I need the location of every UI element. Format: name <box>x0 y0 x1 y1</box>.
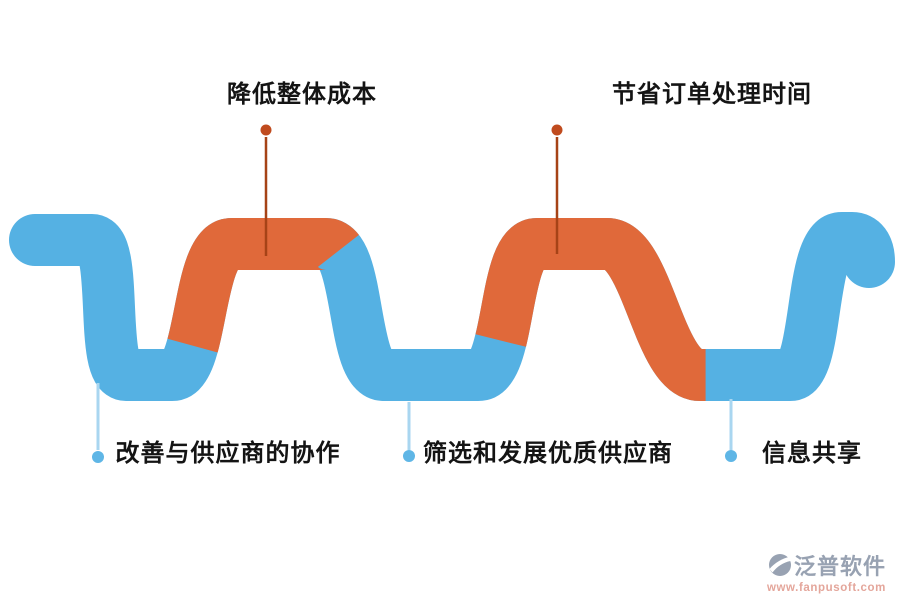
top-marker-dot-2 <box>551 124 563 136</box>
benefit-label-bottom-1: 改善与供应商的协作 <box>115 440 341 467</box>
fanpu-logo-row: 泛普软件 <box>767 549 886 581</box>
bottom-marker-dot-3 <box>725 450 737 462</box>
bottom-marker-dot-1 <box>92 451 104 463</box>
benefit-label-bottom-3: 信息共享 <box>762 440 862 467</box>
fanpu-logo-name: 泛普软件 <box>793 554 886 579</box>
fanpu-logo-url: www.fanpusoft.com <box>766 582 886 594</box>
wave-base-path <box>9 212 895 401</box>
benefit-label-top-1: 降低整体成本 <box>227 81 377 108</box>
benefit-label-bottom-2: 筛选和发展优质供应商 <box>423 440 673 467</box>
bottom-marker-dot-2 <box>403 450 415 462</box>
top-marker-dot-1 <box>260 124 272 136</box>
fanpu-logo-icon <box>768 554 791 576</box>
fanpu-logo: 泛普软件 www.fanpusoft.com <box>767 549 886 594</box>
benefit-label-top-2: 节省订单处理时间 <box>612 81 812 108</box>
